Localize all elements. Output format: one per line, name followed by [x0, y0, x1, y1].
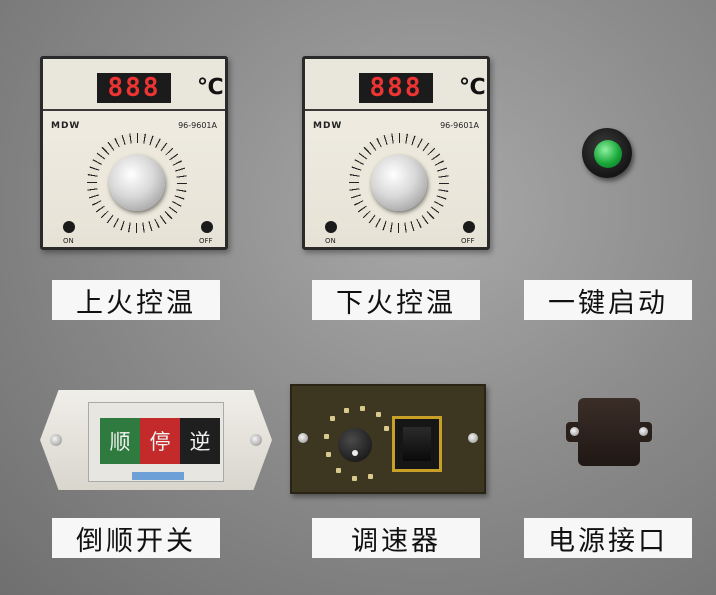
spec-tag — [132, 472, 184, 480]
model-label: 96-9601A — [178, 121, 217, 130]
screw-icon — [468, 433, 478, 443]
temperature-display: 888 — [97, 73, 171, 103]
model-label: 96-9601A — [440, 121, 479, 130]
forward-button[interactable]: 顺 — [100, 418, 140, 464]
green-button-cap — [594, 140, 622, 168]
brand-label: MDW — [313, 121, 343, 131]
screw-icon — [250, 434, 262, 446]
brand-label: MDW — [51, 121, 81, 131]
dial-knob[interactable] — [109, 155, 165, 211]
reverse-button[interactable]: 逆 — [180, 418, 220, 464]
off-label: OFF — [461, 237, 475, 245]
power-socket[interactable] — [566, 398, 652, 466]
on-indicator-light — [325, 221, 337, 233]
speed-knob[interactable] — [338, 428, 372, 462]
temperature-unit: ℃ — [459, 75, 486, 100]
screw-icon — [50, 434, 62, 446]
off-indicator-light — [201, 221, 213, 233]
speed-controller-panel — [290, 384, 486, 494]
temperature-unit: ℃ — [197, 75, 224, 100]
screw-icon — [298, 433, 308, 443]
temperature-display: 888 — [359, 73, 433, 103]
stop-button[interactable]: 停 — [140, 418, 180, 464]
rocker-switch[interactable] — [392, 416, 442, 472]
temperature-dial — [349, 133, 449, 233]
upper-temp-controller: 888 ℃ MDW 96-9601A ON OFF — [40, 56, 228, 250]
speed-controller-caption: 调速器 — [312, 518, 480, 558]
off-label: OFF — [199, 237, 213, 245]
off-indicator-light — [463, 221, 475, 233]
dial-knob[interactable] — [371, 155, 427, 211]
screw-icon — [639, 427, 648, 436]
forward-reverse-caption: 倒顺开关 — [52, 518, 220, 558]
on-label: ON — [63, 237, 74, 245]
temperature-dial — [87, 133, 187, 233]
upper-temp-caption: 上火控温 — [52, 280, 220, 320]
start-caption: 一键启动 — [524, 280, 692, 320]
on-label: ON — [325, 237, 336, 245]
lower-temp-controller: 888 ℃ MDW 96-9601A ON OFF — [302, 56, 490, 250]
lower-temp-caption: 下火控温 — [312, 280, 480, 320]
power-socket-caption: 电源接口 — [524, 518, 692, 558]
on-indicator-light — [63, 221, 75, 233]
start-button[interactable] — [582, 128, 632, 178]
screw-icon — [570, 427, 579, 436]
